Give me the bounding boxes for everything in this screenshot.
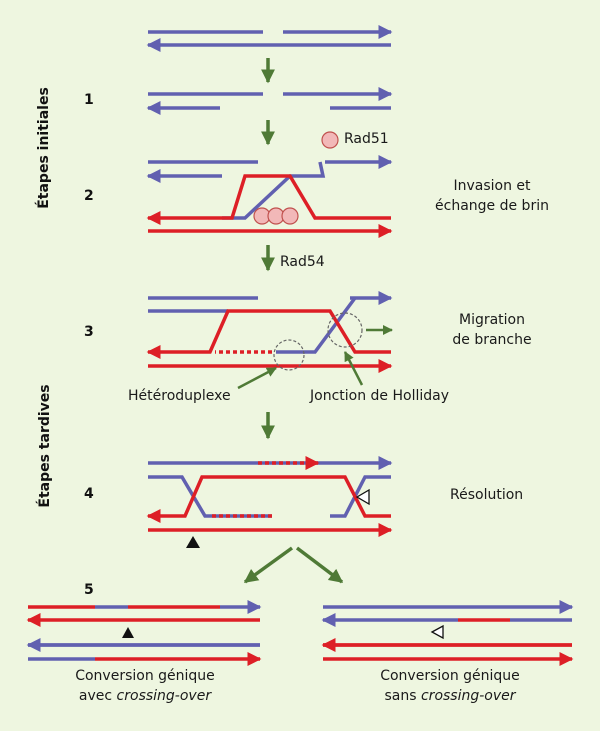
phase-label-late: Étapes tardives bbox=[37, 384, 53, 508]
step-number-2: 2 bbox=[84, 188, 94, 204]
cut-site-open-triangle-result bbox=[430, 624, 444, 640]
initial-duplex bbox=[146, 25, 393, 52]
invasion-label: Invasion et échange de brin bbox=[422, 176, 562, 216]
outcome-label-left: Conversion génique avec crossing-over bbox=[50, 666, 240, 706]
rad51-filament bbox=[253, 207, 299, 225]
rad51-legend-icon bbox=[321, 131, 339, 149]
outcome-no-crossover bbox=[321, 600, 574, 666]
migration-label-line1: Migration bbox=[458, 312, 525, 328]
outcome-right-prefix: sans bbox=[384, 688, 421, 704]
step-4-resolution bbox=[146, 456, 393, 537]
outcome-right-line1: Conversion génique bbox=[380, 668, 520, 684]
heteroduplex-pointer bbox=[237, 366, 277, 390]
invasion-label-line2: échange de brin bbox=[435, 198, 549, 214]
holliday-junction-label: Jonction de Holliday bbox=[310, 388, 449, 404]
heteroduplex-marker bbox=[273, 339, 305, 371]
outcome-left-line1: Conversion génique bbox=[75, 668, 215, 684]
outcome-right-term: crossing-over bbox=[420, 688, 516, 704]
step-2-invasion bbox=[146, 155, 393, 238]
step-number-4: 4 bbox=[84, 486, 94, 502]
outcome-left-term: crossing-over bbox=[116, 688, 212, 704]
phase-label-early: Étapes initiales bbox=[36, 87, 52, 209]
heteroduplex-label: Hétéroduplexe bbox=[128, 388, 231, 404]
outcome-label-right: Conversion génique sans crossing-over bbox=[355, 666, 545, 706]
outcome-crossover bbox=[26, 600, 262, 666]
step-1-resection bbox=[146, 87, 393, 115]
rad51-label: Rad51 bbox=[344, 131, 389, 147]
flow-arrow-left bbox=[243, 546, 294, 584]
cut-site-filled-triangle-result bbox=[122, 627, 134, 638]
cut-site-open-triangle bbox=[355, 488, 370, 506]
flow-arrow-right bbox=[295, 546, 344, 584]
cut-site-filled-triangle bbox=[186, 536, 200, 548]
outcome-left-line2: avec crossing-over bbox=[50, 686, 240, 706]
migration-label-line2: de branche bbox=[452, 332, 532, 348]
step-number-3: 3 bbox=[84, 324, 94, 340]
resolution-label: Résolution bbox=[450, 487, 524, 503]
holliday-junction-marker bbox=[327, 312, 363, 348]
step-3-branch-migration bbox=[146, 291, 393, 373]
outcome-left-prefix: avec bbox=[78, 688, 117, 704]
rad54-label: Rad54 bbox=[280, 254, 325, 270]
outcome-right-line2: sans crossing-over bbox=[355, 686, 545, 706]
invasion-label-line1: Invasion et bbox=[453, 178, 531, 194]
step-number-5: 5 bbox=[84, 582, 94, 598]
holliday-pointer bbox=[343, 351, 364, 386]
step-number-1: 1 bbox=[84, 92, 94, 108]
migration-label: Migration de branche bbox=[422, 310, 562, 350]
